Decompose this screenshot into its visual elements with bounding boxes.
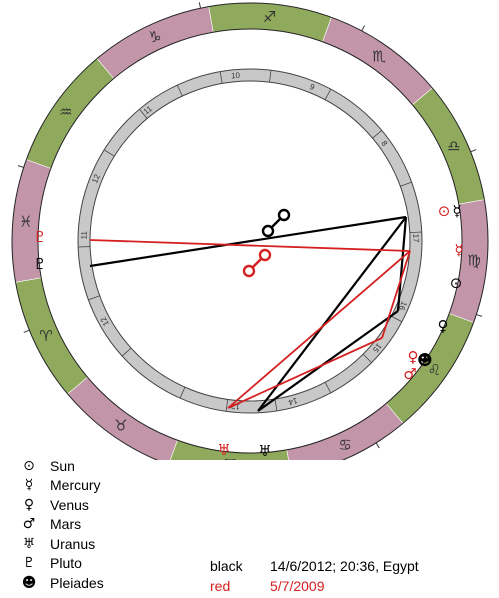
aspect-line (257, 310, 399, 412)
house-number: 16 (397, 300, 409, 312)
mercury-icon: ☿ (24, 477, 34, 494)
legend-row-pleiades: ☻ Pleiades (14, 573, 104, 593)
capricorn-icon: ♑ (148, 28, 161, 46)
uranus-icon: ♅ (258, 442, 271, 460)
house-number: 12 (90, 172, 102, 184)
legend-label: Sun (50, 457, 75, 474)
sun-icon: ⊙ (450, 274, 463, 292)
legend-row-mars: ♂ Mars (14, 515, 104, 535)
pleiades-icon: ☻ (417, 351, 433, 369)
node-icon-red (242, 248, 272, 278)
house-number: 11 (79, 230, 88, 239)
chart-dates: black 14/6/2012; 20:36, Egypt red 5/7/20… (210, 556, 419, 596)
house-number: 13 (230, 401, 240, 411)
mercury-icon: ☿ (452, 202, 461, 220)
virgo-icon: ♍ (467, 252, 480, 270)
house-number: 17 (411, 234, 420, 244)
black-chart-date: 14/6/2012; 20:36, Egypt (270, 558, 419, 574)
legend-row-pluto: ♇ Pluto (14, 554, 104, 574)
house-number: 14 (287, 396, 298, 407)
mars-icon: ♂ (403, 365, 416, 383)
legend-label: Mars (50, 516, 82, 533)
legend-label: Mercury (50, 477, 101, 494)
aspect-lines (89, 215, 411, 412)
venus-icon: ♀ (438, 317, 449, 335)
sun-icon: ⊙ (438, 202, 451, 220)
pluto-icon: ♇ (22, 555, 36, 572)
mercury-icon: ☿ (454, 241, 463, 259)
leo-icon: ♌ (428, 361, 441, 379)
gemini-icon: ♊ (224, 456, 237, 460)
red-chart-row: red 5/7/2009 (210, 576, 419, 596)
legend-label: Uranus (50, 535, 96, 552)
venus-icon: ♀ (408, 348, 419, 366)
house-number: 8 (379, 139, 389, 148)
pisces-icon: ♓ (19, 212, 32, 230)
legend-row-mercury: ☿ Mercury (14, 476, 104, 496)
aquarius-icon: ♒ (59, 103, 72, 121)
legend-row-venus: ♀ Venus (14, 495, 104, 515)
sun-icon: ⊙ (23, 457, 35, 474)
legend-label: Venus (50, 496, 89, 513)
house-number: 10 (231, 71, 241, 81)
house-number: 9 (308, 82, 316, 92)
node-icon-black (261, 208, 291, 238)
uranus-icon: ♅ (217, 441, 230, 459)
legend-label: Pluto (50, 555, 82, 572)
aspect-line (89, 215, 407, 268)
legend-label: Pleiades (50, 574, 104, 591)
red-chart-date: 5/7/2009 (270, 578, 325, 594)
cancer-icon: ♋ (338, 436, 351, 454)
pluto-icon: ♇ (33, 228, 46, 246)
scorpio-icon: ♏ (372, 48, 386, 66)
sagittarius-icon: ♐ (263, 8, 276, 26)
taurus-icon: ♉ (114, 416, 127, 434)
uranus-icon: ♅ (22, 535, 36, 552)
pluto-icon: ♇ (33, 255, 46, 273)
planet-legend: ⊙ Sun ☿ Mercury ♀ Venus ♂ Mars ♅ Uranus ♇ Pluto ☻ Ple… (14, 456, 104, 593)
red-chart-key: red (210, 578, 231, 594)
legend-row-sun: ⊙ Sun (14, 456, 104, 476)
legend-row-uranus: ♅ Uranus (14, 534, 104, 554)
black-chart-row: black 14/6/2012; 20:36, Egypt (210, 556, 419, 576)
aspect-line (396, 216, 408, 312)
zodiac-ring: ♎ ♏ ♐ ♑ ♒ ♓ ♈ ♉ ♊ ♋ ♌ ♍ (11, 2, 489, 460)
pleiades-icon: ☻ (21, 574, 37, 591)
mars-icon: ♂ (22, 516, 36, 533)
black-chart-key: black (210, 558, 243, 574)
aspect-line (381, 250, 411, 339)
aries-icon: ♈ (39, 327, 52, 345)
aspect-line (89, 239, 411, 252)
venus-icon: ♀ (23, 496, 35, 513)
libra-icon: ♎ (447, 137, 460, 155)
aspect-line (227, 337, 383, 409)
aspect-line (227, 250, 411, 409)
